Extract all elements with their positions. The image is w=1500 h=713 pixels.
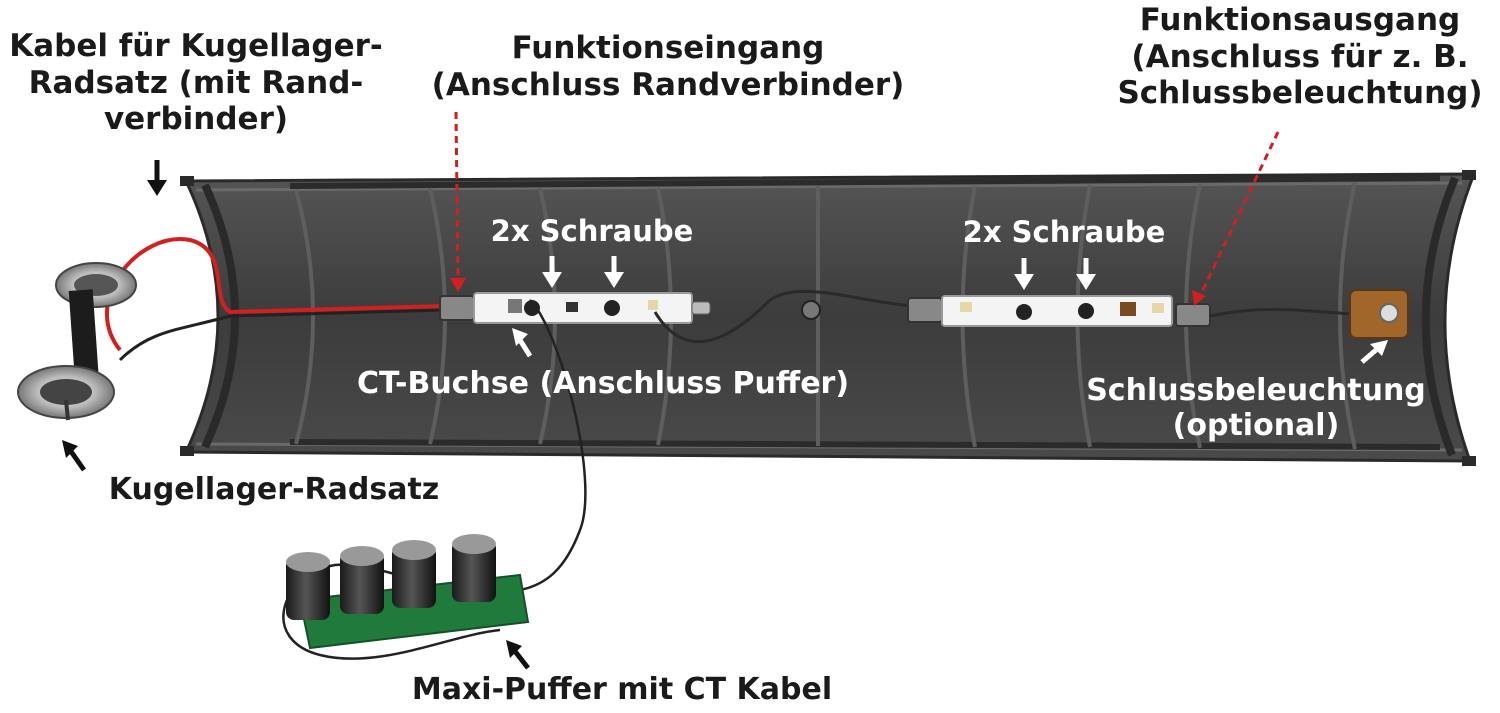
capacitor (340, 552, 384, 614)
label-funktionseingang-line1: Funktionseingang (511, 30, 825, 66)
label-schlussbeleuchtung-line2: (optional) (1172, 408, 1340, 444)
dashed-leader-lines (454, 111, 1280, 297)
up-arrow-icon (1360, 340, 1388, 364)
center-screw (801, 300, 821, 320)
label-funktionseingang-line2: (Anschluss Randverbinder) (431, 66, 905, 103)
label-ct-buchse: CT-Buchse (Anschluss Puffer) (356, 366, 850, 401)
black-arrows (62, 160, 530, 670)
down-arrow-icon (542, 256, 562, 288)
label-funktionsausgang: Funktionsausgang (Anschluss für z. B. Sc… (1100, 2, 1500, 112)
label-maxi-puffer: Maxi-Puffer mit CT Kabel (411, 672, 833, 707)
capacitor (452, 540, 496, 602)
diagonal-arrow-icon (62, 440, 87, 472)
down-arrow-icon (147, 160, 167, 196)
diagonal-arrow-icon (506, 640, 530, 670)
down-arrow-icon (1076, 258, 1096, 290)
dashed-arrowhead-right (1192, 290, 1206, 306)
maxi-puffer-board (286, 534, 530, 650)
label-schlussbeleuchtung: Schlussbeleuchtung (optional) (1056, 373, 1456, 444)
label-schraube-right: 2x Schraube (962, 215, 1166, 249)
white-arrows (512, 256, 1388, 364)
taillight-wire (1209, 307, 1351, 318)
down-arrow-icon (1014, 258, 1034, 290)
label-funktionsausgang-line1: Funktionsausgang (1139, 2, 1461, 38)
wheelset (17, 262, 137, 421)
pcb-left (439, 292, 711, 324)
taillight (1349, 289, 1409, 339)
label-funktionseingang: Funktionseingang (Anschluss Randverbinde… (408, 30, 928, 103)
label-funktionsausgang-line2: (Anschluss für z. B. (1131, 38, 1469, 75)
up-arrow-icon (512, 328, 533, 358)
label-funktionsausgang-line3: Schlussbeleuchtung) (1117, 75, 1483, 112)
capacitor (286, 558, 330, 620)
dashed-arrowhead-left (450, 278, 466, 292)
label-kugellager-radsatz: Kugellager-Radsatz (108, 472, 440, 507)
label-kabel-line2: Radsatz (mit Rand- (28, 64, 364, 101)
label-schlussbeleuchtung-line1: Schlussbeleuchtung (1086, 373, 1426, 408)
label-kabel-line1: Kabel für Kugellager- (9, 28, 383, 64)
down-arrow-icon (604, 256, 624, 288)
label-kabel: Kabel für Kugellager- Radsatz (mit Rand-… (0, 28, 392, 138)
label-schraube-left: 2x Schraube (490, 214, 694, 248)
connecting-wire (653, 289, 913, 344)
capacitor (392, 546, 436, 608)
label-kabel-line3: verbinder) (103, 101, 289, 138)
wagon-floor (180, 170, 1477, 466)
pcb-right (907, 295, 1211, 327)
